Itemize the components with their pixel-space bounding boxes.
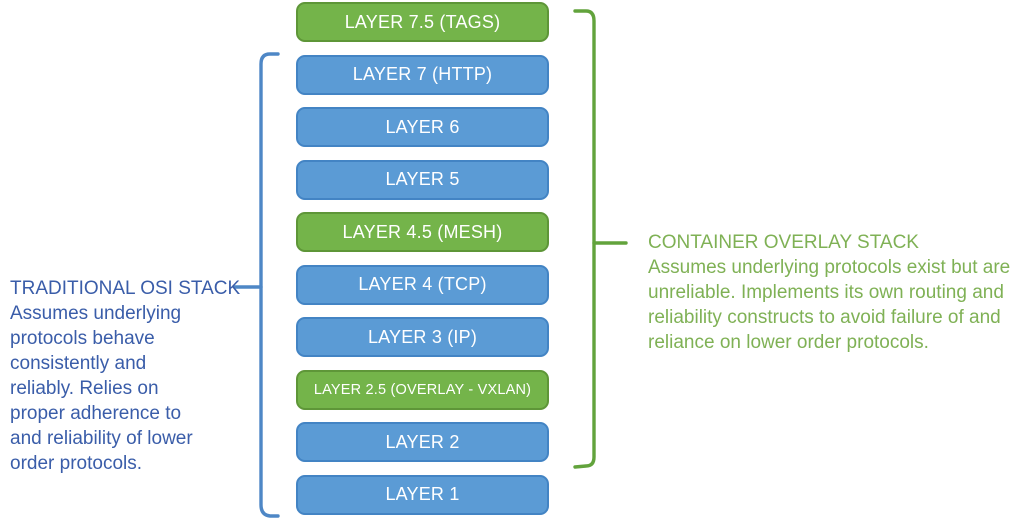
annotation-title: TRADITIONAL OSI STACK bbox=[10, 278, 241, 299]
annotation-title: CONTAINER OVERLAY STACK bbox=[648, 232, 919, 253]
container-overlay-annotation: CONTAINER OVERLAY STACK Assumes underlyi… bbox=[648, 230, 1024, 355]
traditional-osi-annotation: TRADITIONAL OSI STACK Assumes underlying… bbox=[10, 276, 240, 476]
annotation-line: proper adherence to bbox=[10, 403, 182, 424]
annotation-line: reliability constructs to avoid failure … bbox=[648, 307, 1001, 328]
layer-label: LAYER 4 (TCP) bbox=[358, 274, 487, 294]
annotation-line: and reliability of lower bbox=[10, 428, 193, 449]
layer-label: LAYER 2.5 (OVERLAY - VXLAN) bbox=[313, 381, 532, 398]
layer-stack: LAYER 7.5 (TAGS) LAYER 7 (HTTP) LAYER 6 … bbox=[296, 2, 549, 515]
layer-label: LAYER 7.5 (TAGS) bbox=[344, 11, 501, 32]
annotation-line: reliably. Relies on bbox=[10, 378, 159, 399]
layer-label: LAYER 2 bbox=[385, 431, 460, 452]
layer-label: LAYER 1 bbox=[385, 484, 460, 504]
layer-box: LAYER 7.5 (TAGS) bbox=[296, 2, 549, 42]
layer-box: LAYER 5 bbox=[296, 159, 549, 200]
right-bracket bbox=[573, 9, 628, 469]
layer-box: LAYER 3 (IP) bbox=[296, 317, 549, 357]
annotation-line: unreliable. Implements its own routing a… bbox=[648, 282, 1004, 303]
annotation-line: consistently and bbox=[10, 353, 147, 374]
layer-box: LAYER 1 bbox=[296, 474, 549, 515]
annotation-line: Assumes underlying protocols exist but a… bbox=[648, 257, 1011, 278]
layer-box: LAYER 2 bbox=[296, 422, 549, 462]
layer-box: LAYER 2.5 (OVERLAY - VXLAN) bbox=[296, 369, 549, 410]
annotation-line: Assumes underlying bbox=[10, 303, 182, 324]
annotation-line: protocols behave bbox=[10, 328, 155, 349]
layer-box: LAYER 4 (TCP) bbox=[296, 264, 549, 305]
layer-label: LAYER 4.5 (MESH) bbox=[342, 221, 503, 242]
layer-box: LAYER 4.5 (MESH) bbox=[296, 212, 549, 252]
layer-box: LAYER 6 bbox=[296, 107, 549, 147]
layer-label: LAYER 5 bbox=[385, 169, 460, 189]
layer-box: LAYER 7 (HTTP) bbox=[296, 54, 549, 95]
annotation-line: reliance on lower order protocols. bbox=[648, 332, 929, 353]
layer-label: LAYER 3 (IP) bbox=[367, 326, 478, 347]
annotation-line: order protocols. bbox=[10, 453, 143, 474]
layer-label: LAYER 6 bbox=[385, 116, 460, 137]
layer-label: LAYER 7 (HTTP) bbox=[352, 64, 493, 84]
